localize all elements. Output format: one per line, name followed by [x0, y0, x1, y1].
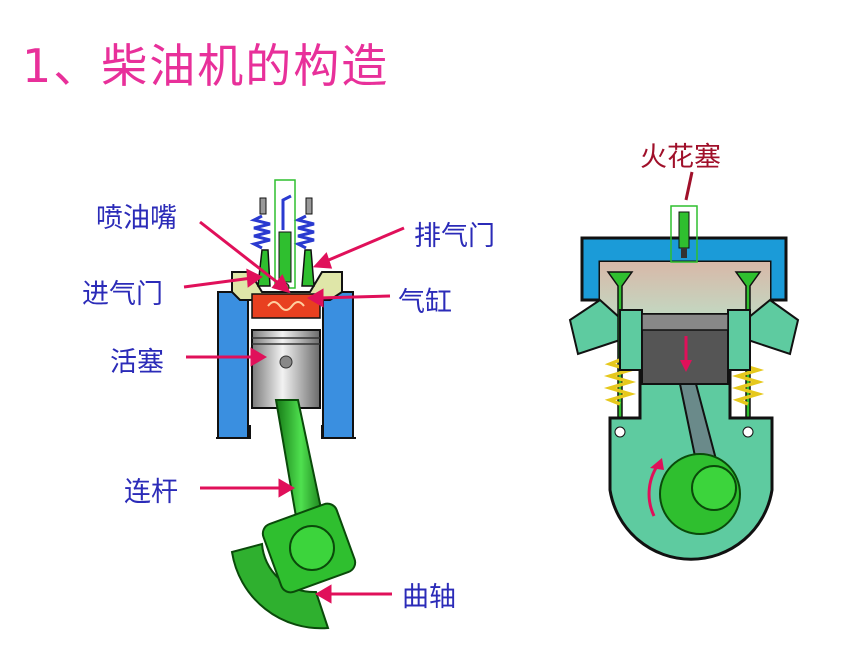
label-cylinder: 气缸 [398, 287, 452, 318]
label-intake-valve: 进气门 [82, 279, 163, 310]
label-piston: 活塞 [110, 347, 164, 378]
label-injector: 喷油嘴 [96, 203, 177, 234]
label-connecting-rod: 连杆 [124, 477, 178, 508]
gasoline-engine [568, 171, 800, 561]
diesel-engine [216, 179, 357, 630]
crankshaft [230, 542, 330, 630]
spark-plug [670, 205, 698, 263]
page-title: 1、柴油机的构造 [22, 39, 390, 93]
label-arrows [183, 220, 405, 604]
exhaust-valve [301, 249, 315, 287]
label-spark-plug: 火花塞 [640, 142, 721, 173]
piston [251, 329, 321, 409]
label-crankshaft: 曲轴 [402, 582, 456, 613]
cylinder-wall-right [322, 291, 354, 439]
cylinder-wall-left [217, 291, 249, 439]
label-exhaust-valve: 排气门 [414, 221, 495, 252]
